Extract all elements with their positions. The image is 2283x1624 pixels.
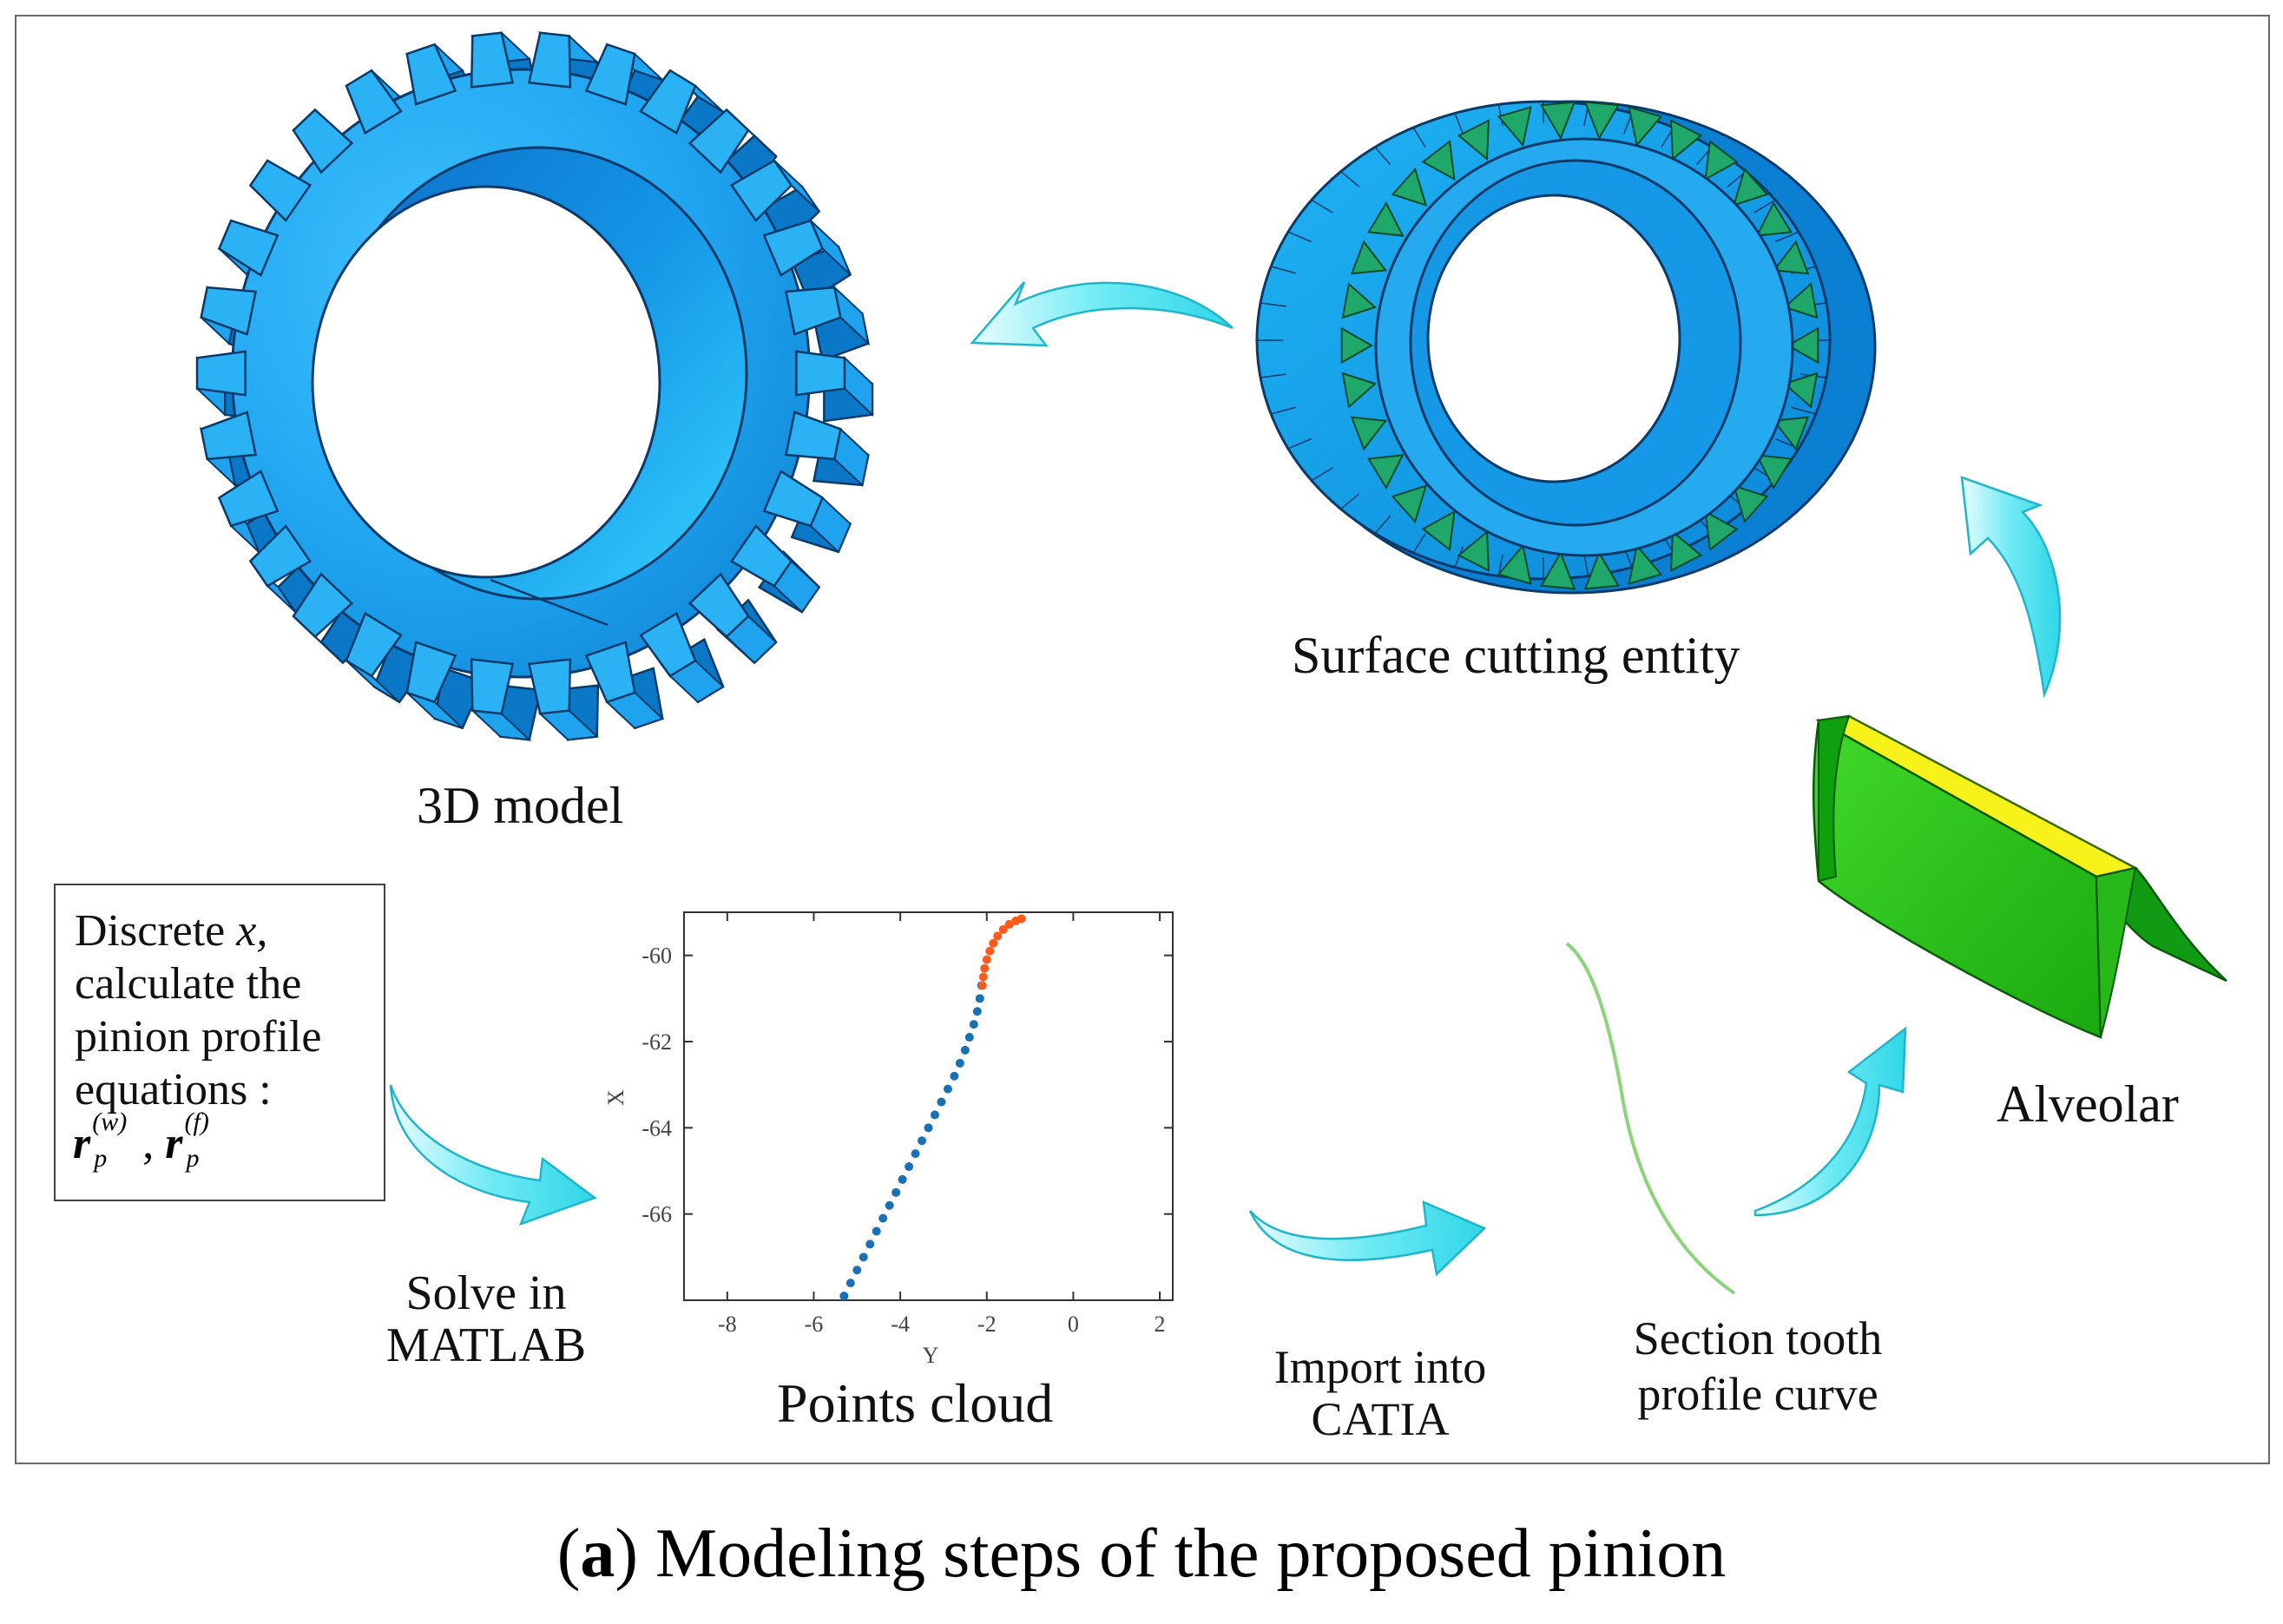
chart-point-series-1 (878, 1213, 888, 1223)
chart-point-series-1 (964, 1033, 974, 1042)
caption-close-paren: ) (615, 1516, 639, 1592)
chart-point-series-2 (982, 955, 991, 964)
chart-point-series-1 (950, 1071, 959, 1081)
chart-point-series-2 (977, 981, 987, 990)
y-axis-label: X (603, 1089, 628, 1106)
x-tick-label: -4 (891, 1312, 910, 1337)
label-solve-line-1: Solve in (405, 1266, 567, 1320)
chart-point-series-1 (911, 1149, 920, 1159)
equation-description: Discrete x, calculate the pinion profile… (75, 904, 322, 1116)
chart-point-series-2 (989, 938, 998, 948)
gear-3d-model (195, 31, 874, 741)
alveolar-shape (1812, 714, 2227, 1039)
chart-point-series-2 (998, 924, 1008, 934)
chart-point-series-1 (905, 1162, 914, 1172)
caption-open-paren: ( (556, 1516, 581, 1592)
eq-symbol-r-f: r (165, 1119, 183, 1168)
label-section-tooth-profile-curve: Section tooth profile curve (1589, 1311, 1927, 1422)
figure-caption: (a) Modeling steps of the proposed pinio… (0, 1515, 2283, 1594)
chart-point-series-2 (1016, 914, 1026, 924)
x-tick-label: 0 (1068, 1312, 1079, 1337)
chart-point-series-1 (845, 1279, 855, 1288)
x-tick-label: -2 (977, 1312, 997, 1337)
x-tick-label: -8 (718, 1312, 737, 1337)
label-solve-line-2: MATLAB (385, 1318, 587, 1372)
label-section-line-2: profile curve (1637, 1368, 1878, 1420)
label-section-line-1: Section tooth (1633, 1312, 1883, 1364)
arrow-to-surface-cutting (1960, 476, 2062, 699)
eq-sub-p-2: p (186, 1144, 200, 1173)
chart-plot-area (683, 911, 1174, 1301)
chart-point-series-1 (852, 1266, 862, 1275)
label-import-line-1: Import into (1273, 1341, 1487, 1393)
arrow-to-catia (1248, 1200, 1487, 1277)
eq-sup-f: (f) (184, 1108, 209, 1136)
label-import-line-2: CATIA (1311, 1393, 1450, 1445)
chart-point-series-2 (993, 931, 1003, 941)
points-cloud-chart: -8 -6 -4 -2 0 2 -60 -62 -64 -66Y X (603, 911, 1174, 1368)
equation-formula: r(w)p, r(f)p (73, 1108, 235, 1173)
label-surface-cutting-entity: Surface cutting entity (1292, 627, 1740, 684)
eq-symbol-r-w: r (73, 1119, 91, 1168)
chart-point-series-1 (865, 1239, 875, 1249)
chart-point-series-1 (924, 1123, 933, 1133)
chart-point-series-2 (978, 972, 988, 982)
caption-letter: a (580, 1516, 615, 1592)
chart-point-series-1 (930, 1110, 939, 1120)
eq-line-4: equations : (75, 1065, 272, 1114)
x-axis-label: Y (923, 1343, 939, 1368)
caption-text: Modeling steps of the proposed pinion (638, 1516, 1727, 1592)
eq-line-1: Discrete (75, 906, 237, 956)
chart-point-series-1 (891, 1187, 901, 1197)
y-tick-label: -64 (641, 1115, 672, 1141)
chart-point-series-1 (955, 1058, 964, 1068)
diagram-frame (15, 15, 2270, 1464)
arrow-to-3d-model (970, 281, 1234, 347)
chart-point-series-1 (918, 1136, 927, 1146)
eq-line-2: calculate the (75, 959, 302, 1009)
eq-line-3: pinion profile (75, 1012, 322, 1062)
chart-point-series-1 (859, 1253, 868, 1262)
chart-point-series-1 (839, 1292, 849, 1301)
chart-point-series-2 (980, 963, 990, 973)
y-tick-label: -66 (641, 1202, 672, 1227)
arrow-to-alveolar (1753, 1026, 1907, 1217)
chart-point-series-1 (898, 1174, 907, 1184)
eq-separator: , (142, 1119, 155, 1168)
label-solve-in-matlab: Solve in MATLAB (347, 1267, 625, 1371)
section-profile-curve (1565, 942, 1736, 1295)
equation-box: Discrete x, calculate the pinion profile… (54, 884, 385, 1201)
chart-point-series-1 (937, 1097, 946, 1107)
arrow-to-points-cloud (389, 1084, 597, 1226)
chart-point-series-1 (885, 1200, 894, 1210)
chart-point-series-1 (960, 1045, 970, 1055)
x-tick-label: -6 (805, 1312, 824, 1337)
y-tick-label: -60 (641, 943, 672, 969)
chart-point-series-1 (969, 1020, 978, 1029)
label-3d-model: 3D model (417, 777, 624, 834)
label-alveolar: Alveolar (1997, 1075, 2179, 1133)
chart-point-series-1 (872, 1226, 881, 1236)
chart-point-series-2 (985, 946, 995, 956)
eq-variable-x: x, (236, 906, 268, 956)
chart-point-series-2 (1004, 919, 1014, 929)
eq-sub-p-1: p (94, 1144, 108, 1173)
y-tick-label: -62 (641, 1029, 672, 1055)
label-points-cloud: Points cloud (777, 1372, 1054, 1434)
label-import-into-catia: Import into CATIA (1233, 1341, 1528, 1445)
chart-point-series-1 (943, 1084, 952, 1094)
eq-sup-w: (w) (92, 1108, 128, 1136)
chart-point-series-1 (972, 1007, 982, 1016)
chart-point-series-1 (975, 994, 984, 1003)
x-tick-label: 2 (1155, 1312, 1166, 1337)
surface-cutting-entity (1255, 100, 1877, 595)
